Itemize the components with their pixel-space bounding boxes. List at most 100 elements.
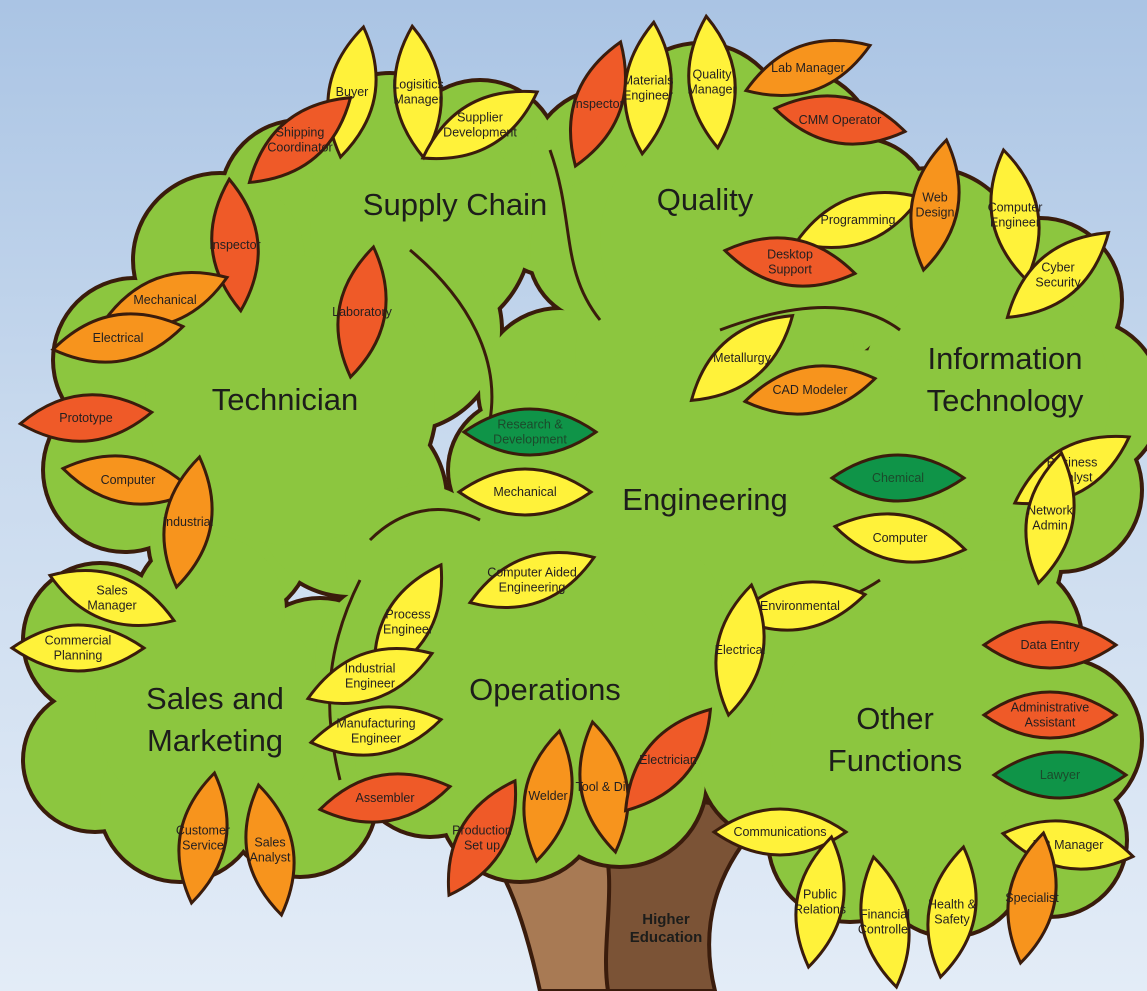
leaf-engineering: Environmental: [732, 580, 868, 632]
branch-label-technician: Technician: [212, 382, 358, 417]
leaf-shape: [456, 467, 594, 517]
leaf-label-line: Coordinator: [267, 141, 332, 155]
leaf-label-line: Shipping: [276, 126, 325, 140]
leaf-label: Electrical: [715, 643, 766, 657]
leaf-shape: [9, 623, 147, 673]
leaf-label-line: Computer: [101, 473, 156, 487]
leaf-label-line: Laboratory: [332, 305, 393, 319]
leaf-label: Data Entry: [1020, 638, 1080, 652]
leaf-label: Inspector: [209, 238, 260, 252]
leaf-label: CMM Operator: [799, 113, 882, 127]
leaf-label-line: CMM Operator: [799, 113, 882, 127]
leaf-shape: [467, 550, 597, 610]
leaf-engineering: Research &Development: [461, 407, 599, 457]
leaf-label-line: Inspector: [572, 97, 623, 111]
leaf-quality: CMM Operator: [772, 94, 908, 146]
leaf-shape: [743, 38, 873, 98]
leaf-label: Mechanical: [493, 485, 556, 499]
branch-label-supply-chain: Supply Chain: [363, 187, 547, 222]
leaf-label-line: Engineer: [351, 732, 401, 746]
leaf-shape: [50, 312, 186, 364]
leaf-other-functions: Communications: [711, 807, 849, 857]
leaf-label-line: Analyst: [250, 851, 292, 865]
leaf-label-line: Computer Aided: [487, 566, 577, 580]
leaf-operations: Electrician: [623, 707, 713, 813]
section-divider: [368, 508, 481, 542]
leaf-shape: [305, 646, 435, 706]
leaf-label: Prototype: [59, 411, 113, 425]
leaf-shape: [714, 582, 766, 718]
branch-label-line: Technician: [212, 382, 358, 417]
leaf-shape: [47, 568, 177, 628]
leaf-label-line: Welder: [528, 789, 567, 803]
section-divider: [719, 306, 901, 332]
leaf-technician: Electrical: [50, 312, 186, 364]
leaf-engineering: CAD Modeler: [742, 364, 878, 416]
leaf-label-line: Set up: [464, 839, 500, 853]
leaf-label-line: Customer: [176, 824, 230, 838]
branch-label-line: Supply Chain: [363, 187, 547, 222]
leaf-label-line: Sales: [96, 584, 127, 598]
leaf-label-line: Tool & Die: [576, 780, 633, 794]
leaf-label: Lab Manager: [771, 61, 845, 75]
leaf-shape: [1024, 450, 1076, 586]
leaf-label-line: Development: [443, 126, 517, 140]
leaf-label-line: Safety: [934, 913, 970, 927]
leaf-label-line: Support: [768, 263, 812, 277]
leaf-label-line: Relations: [794, 903, 846, 917]
leaf-shape: [859, 854, 911, 990]
leaf-label-line: Chemical: [872, 471, 924, 485]
leaf-label-line: Engineer: [623, 89, 673, 103]
leaf-shape: [689, 313, 795, 403]
leaf-shape: [722, 236, 858, 288]
leaf-shape: [742, 364, 878, 416]
leaf-shape: [981, 620, 1119, 670]
leaf-shape: [446, 778, 518, 898]
leaf-shape: [393, 23, 443, 161]
leaf-label-line: Logisitics: [392, 78, 443, 92]
branch-label-engineering: Engineering: [622, 482, 787, 517]
leaf-technician: Computer: [60, 454, 196, 506]
leaf-technician: Industrial: [162, 454, 214, 590]
leaf-label-line: Manager: [87, 599, 136, 613]
branch-label-line: Quality: [657, 182, 754, 217]
leaf-operations: Welder: [522, 728, 574, 864]
leaf-shape: [832, 512, 968, 564]
leaf-label-line: Engineer: [383, 623, 433, 637]
branch-label-line: Information: [927, 341, 1082, 376]
leaf-shape: [711, 807, 849, 857]
leaf-shape: [623, 19, 673, 157]
leaf-engineering: Electrical: [714, 582, 766, 718]
branch-label-line: Sales and: [146, 681, 284, 716]
leaf-label-line: Cyber: [1041, 261, 1074, 275]
leaf-label-line: Admin: [1032, 519, 1067, 533]
leaf-label-line: Manager: [687, 83, 736, 97]
leaf-other-functions: Data Entry: [981, 620, 1119, 670]
leaf-label-line: Desktop: [767, 248, 813, 262]
leaf-label-line: Security: [1035, 276, 1081, 290]
leaf-shape: [177, 770, 229, 906]
